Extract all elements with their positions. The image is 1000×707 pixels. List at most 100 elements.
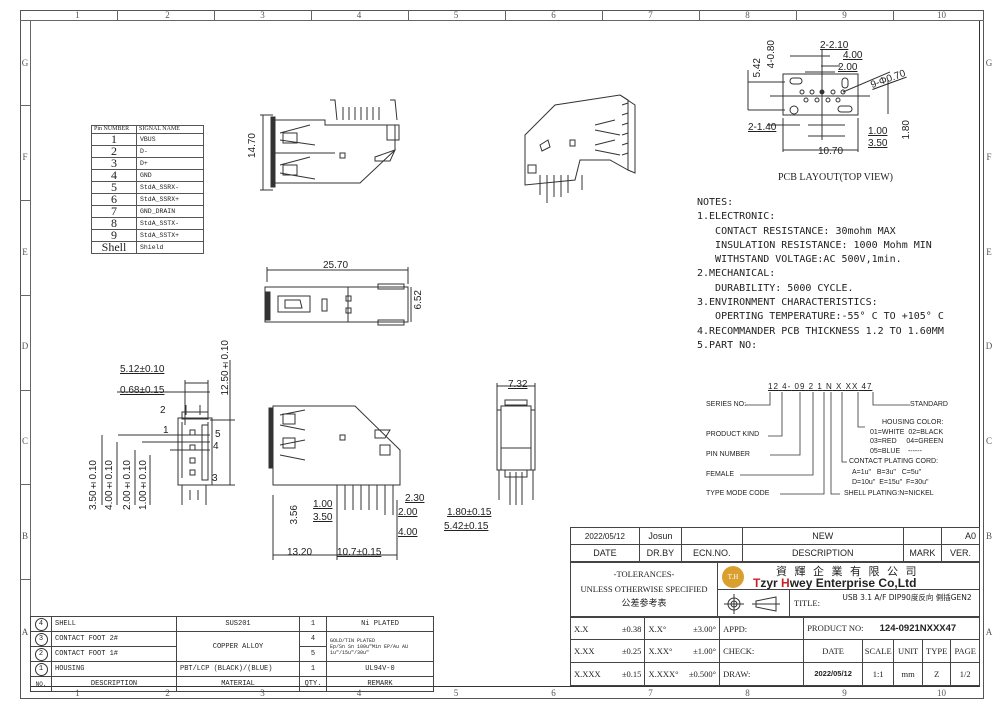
drawing-title-value: USB 3.1 A/F DIP90度反向 側插GEN2 (842, 593, 972, 602)
zone-col: 4 (356, 688, 362, 698)
zone-col: 5 (453, 10, 459, 20)
revision-header-mark: MARK (902, 544, 942, 562)
bom-header-desc: DESCRIPTION (51, 676, 177, 692)
tol-linear-label: X.X (574, 623, 589, 634)
tol-linear-value: ±0.38 (621, 623, 642, 634)
bom-desc: HOUSING (51, 661, 177, 677)
pcb-layout-title: PCB LAYOUT(TOP VIEW) (778, 172, 894, 183)
pn-code: 12 4- 09 2 1 N X XX 47 (768, 382, 872, 391)
zone-divider (30, 20, 31, 687)
width-dimension: 6.52 (413, 290, 424, 310)
sign-draw: DRAW: (719, 662, 805, 686)
pn-plating-opts-2: D=10u" E=15u" F=30u" (852, 479, 929, 486)
meta-header-page: PAGE (954, 646, 976, 656)
zone-col: 2 (165, 10, 170, 20)
zone-row: A (985, 627, 993, 637)
pcb-dim-3-50: 3.50 (868, 138, 888, 149)
zone-row: C (985, 436, 992, 446)
front-tongue-dimension: 0.68±0.15 (120, 385, 165, 396)
meta-page: 1/2 (959, 669, 971, 679)
zone-col: 3 (260, 10, 265, 20)
bom-no: 1 (30, 661, 52, 677)
bom-header-no: NO. (30, 676, 52, 692)
revision-date: 2022/05/12 (570, 527, 640, 545)
note-line: NOTES: (697, 197, 734, 208)
zone-row: G (21, 58, 29, 68)
tol-linear-value: ±0.25 (621, 646, 642, 656)
callout-2: 2 (160, 405, 166, 416)
tol-angular: X.X° ±3.00° (644, 617, 721, 640)
bom-header-material: MATERIAL (176, 676, 300, 692)
revision-row: 2022/05/12 Josun NEW A0 (570, 527, 981, 545)
pcb-dim-1-00: 1.00 (868, 126, 888, 137)
third-angle-projection-icon (724, 594, 780, 614)
bom-remark: UL94V-0 (326, 661, 434, 677)
meta-header-type: TYPE (923, 640, 952, 662)
pcb-dim-5-42: 5.42 (752, 58, 763, 78)
bom-item-number: 2 (34, 647, 48, 661)
pn-seg: 09 (794, 382, 806, 391)
tolerance-row: X.X ±0.38 X.X° ±3.00° APPD: PRODUCT NO: … (569, 617, 980, 640)
pn-label-pins: PIN NUMBER (706, 451, 750, 458)
bom-material: PBT/LCP (BLACK)/(BLUE) (176, 661, 300, 677)
tolerances-chinese: 公差参考表 (621, 599, 667, 609)
tol-linear: X.X ±0.38 (569, 617, 645, 640)
note-line: CONTACT RESISTANCE: 30mohm MAX (697, 225, 896, 237)
pn-seg: 2 (808, 382, 815, 391)
drawing-frame-outer (20, 10, 984, 699)
zone-col: 9 (842, 688, 847, 698)
bom-qty: 1 (299, 661, 327, 677)
zone-divider (311, 10, 312, 20)
dim-3-50: 3.50 (313, 512, 333, 523)
zone-col: 10 (937, 10, 946, 20)
zone-divider (20, 105, 30, 106)
zone-col: 7 (648, 688, 653, 698)
bom-item-number: 1 (34, 662, 48, 676)
bom-desc: CONTACT FOOT 1# (51, 646, 177, 662)
bom-row: 2 CONTACT FOOT 1# 5 (30, 646, 434, 662)
pn-seg: XX (845, 382, 859, 391)
pin-number: Shell (91, 241, 137, 254)
zone-row: F (22, 152, 28, 162)
note-line: WITHSTAND VOLTAGE:AC 500V,1min. (697, 254, 902, 266)
notes-block: NOTES:1.ELECTRONIC: CONTACT RESISTANCE: … (697, 196, 944, 353)
connector-3d-view (524, 94, 636, 203)
bom-row: 3 CONTACT FOOT 2# COPPER ALLOY 4 GOLD/TI… (30, 631, 434, 662)
connector-side-view-drawing (260, 99, 400, 191)
pcb-dim-10-70: 10.70 (818, 146, 844, 157)
product-no-value: 124-0921NXXX47 (879, 623, 957, 634)
zone-row: E (22, 247, 28, 257)
zone-divider (20, 579, 30, 580)
meta-type: Z (923, 663, 952, 685)
revision-ecn (680, 527, 743, 545)
zone-divider (408, 10, 409, 20)
pin-signal: GND (136, 169, 204, 182)
pn-seg: 4- (782, 382, 792, 391)
revision-description: NEW (741, 527, 904, 545)
zone-col: 9 (842, 10, 847, 20)
meta-header-scale: SCALE (863, 640, 895, 662)
pcb-dim-1-80: 1.80 (901, 120, 912, 140)
zone-divider (699, 10, 700, 20)
revision-table: 2022/05/12 Josun NEW A0 DATE DR.BY ECN.N… (570, 527, 981, 562)
meta-scale: 1:1 (863, 663, 895, 685)
pn-housing-opts-1: 01=WHITE 02=BLACK (870, 429, 944, 436)
dim-10-7: 10.7±0.15 (337, 547, 382, 558)
pn-leader-lines (740, 392, 910, 495)
tol-linear-label: X.XXX (574, 669, 601, 679)
bom-desc: CONTACT FOOT 2# (51, 631, 177, 647)
pin-table-header: Pin NUMBER SIGNAL NAME (91, 125, 204, 134)
meta-header-unit: UNIT (894, 640, 923, 662)
meta-values: 2022/05/12 1:1 mm Z 1/2 (803, 662, 980, 686)
bom-header-remark: REMARK (326, 676, 434, 692)
meta-date: 2022/05/12 (804, 663, 864, 685)
pn-label-standard: STANDARD (910, 401, 948, 408)
pin-signal: D+ (136, 157, 204, 170)
note-line: 5.PART NO: (697, 339, 758, 351)
callout-4: 4 (213, 441, 219, 452)
zone-divider (20, 20, 984, 21)
